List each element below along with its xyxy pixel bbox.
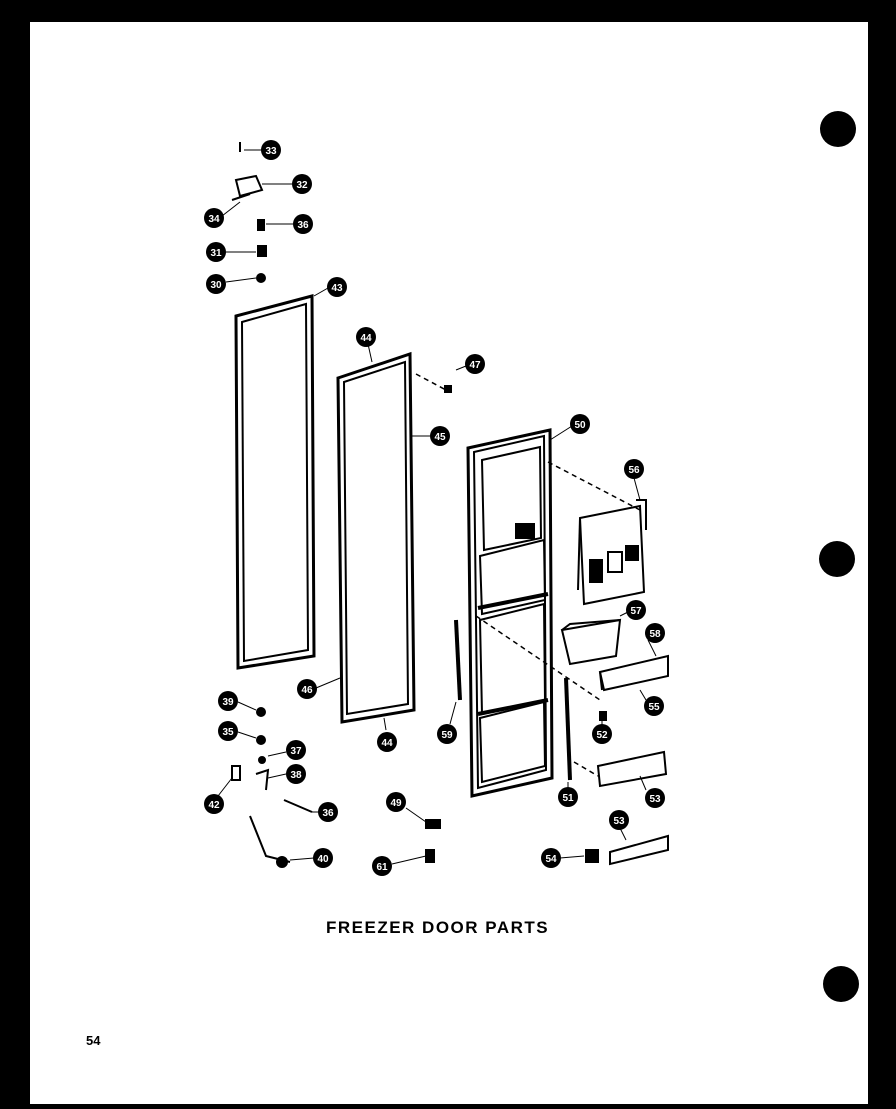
binder-hole-bottom [823,966,859,1002]
trim-strip-51 [564,677,572,781]
callout-label: 33 [265,146,277,157]
svg-text:43: 43 [331,283,343,294]
svg-text:59: 59 [441,730,453,741]
svg-text:53: 53 [613,816,625,827]
trim-bar-53b [609,834,669,866]
svg-text:36: 36 [297,220,309,231]
binder-hole-middle [819,541,855,577]
callout: 36 [266,214,313,234]
callout: 61 [372,855,427,876]
callout: 44 [356,327,376,363]
callout: 53 [609,810,629,841]
svg-text:46: 46 [301,685,313,696]
callout: 30 [206,274,257,294]
callout: 58 [645,623,665,657]
door-shelf [598,654,669,692]
callout: 53 [639,775,665,808]
callout: 56 [624,459,644,501]
callout: 31 [206,242,256,262]
svg-text:44: 44 [381,738,393,749]
callout: 39 [218,691,257,711]
callout: 59 [437,701,457,744]
callout: 37 [267,740,306,760]
callout: 34 [204,201,241,228]
fastener-54 [585,849,599,863]
svg-text:51: 51 [562,793,574,804]
svg-text:55: 55 [648,702,660,713]
svg-text:40: 40 [317,854,329,865]
fastener-group-59-61 [425,819,441,863]
svg-text:37: 37 [290,746,302,757]
svg-text:54: 54 [545,854,557,865]
page-number: 54 [86,1033,101,1048]
svg-text:42: 42 [208,800,220,811]
callout: 54 [541,848,585,868]
hinge-assembly-bottom [231,707,313,868]
dispenser-module [577,499,647,606]
svg-text:47: 47 [469,360,481,371]
callout: 36 [312,802,338,822]
callout: 49 [386,792,427,823]
svg-text:50: 50 [574,420,586,431]
callout: 33 [244,140,281,160]
callout: 38 [267,764,306,784]
ice-bin [560,618,622,666]
svg-text:30: 30 [210,280,222,291]
dispenser-frame [466,428,554,798]
svg-text:52: 52 [596,730,608,741]
svg-text:36: 36 [322,808,334,819]
door-liner [336,351,416,724]
svg-text:49: 49 [390,798,402,809]
parts-sheet [30,22,868,1104]
callout: 52 [592,720,612,744]
callout: 44 [377,717,397,752]
callout: 57 [619,600,646,620]
svg-text:34: 34 [208,214,220,225]
callout: 43 [313,277,347,297]
diagram-caption: FREEZER DOOR PARTS [326,918,550,937]
svg-text:32: 32 [296,180,308,191]
binder-hole-top [820,111,856,147]
callout: 32 [262,174,312,194]
callout: 46 [297,677,341,699]
svg-text:39: 39 [222,697,234,708]
trim-strip-59 [454,619,462,701]
svg-text:35: 35 [222,727,234,738]
callout: 42 [204,777,233,814]
svg-text:44: 44 [360,333,372,344]
callout: 35 [218,721,257,741]
callout: 47 [455,354,485,374]
callout: 50 [549,414,590,441]
handle-bar-53 [596,750,668,788]
svg-text:56: 56 [628,465,640,476]
callout-bubbles: 33 32 34 36 31 30 43 44 47 45 50 56 57 5… [204,140,665,876]
fastener-52 [599,711,607,721]
fastener-47 [444,385,452,393]
svg-text:53: 53 [649,794,661,805]
svg-text:31: 31 [210,248,222,259]
door-panel [234,294,316,670]
svg-text:38: 38 [290,770,302,781]
svg-text:45: 45 [434,432,446,443]
callout: 40 [289,848,333,868]
callout: 55 [639,689,664,716]
callout: 45 [412,426,450,446]
hinge-assembly-top [231,142,267,283]
svg-text:58: 58 [649,629,661,640]
svg-text:57: 57 [630,606,642,617]
svg-text:61: 61 [376,862,388,873]
callout: 51 [558,782,578,807]
